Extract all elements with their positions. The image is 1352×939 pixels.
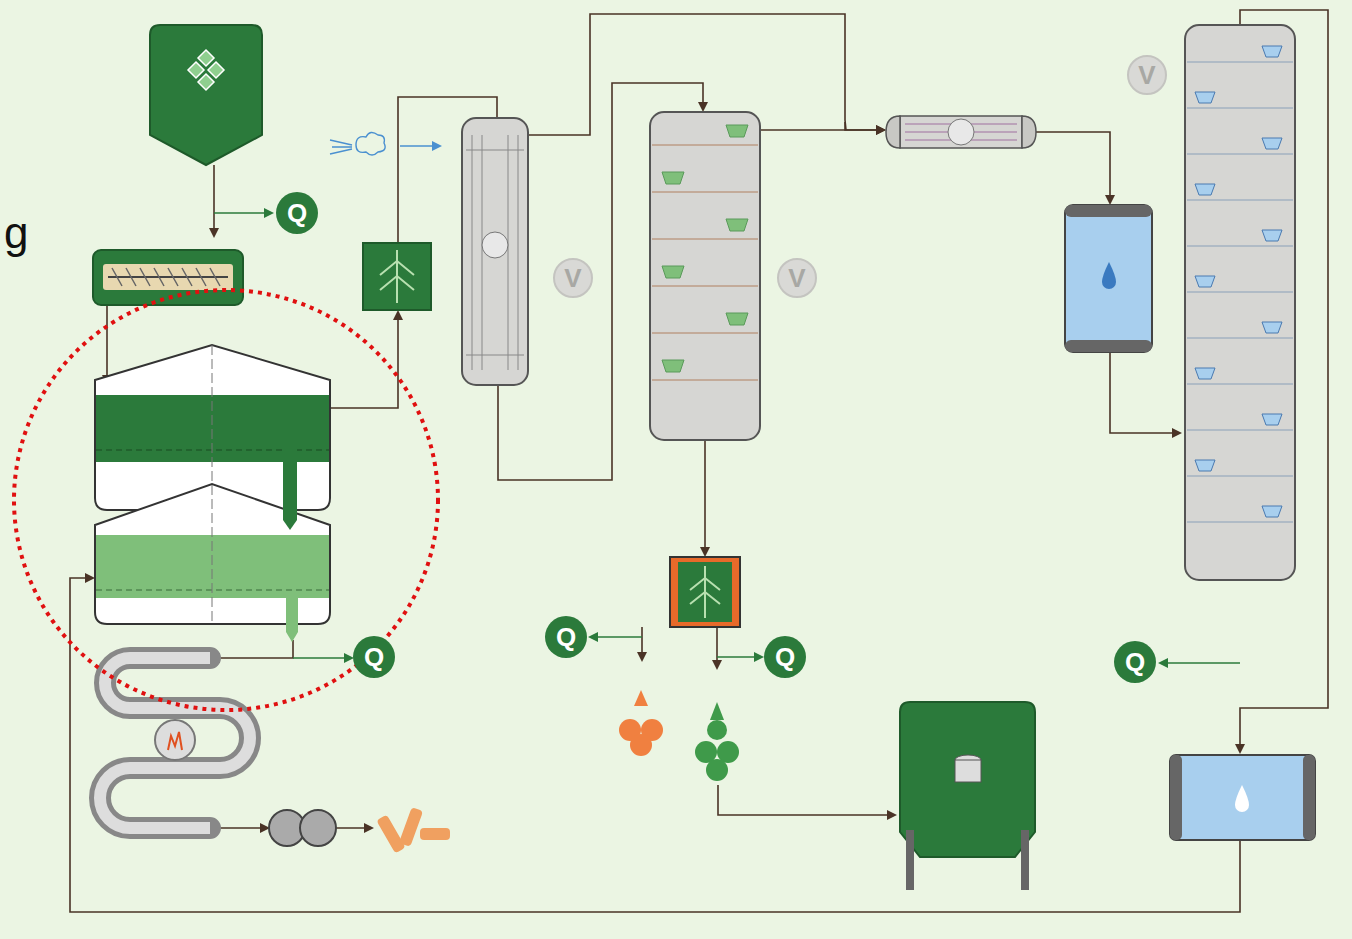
q-marker-circle: Q (353, 636, 395, 678)
q-marker-circle: Q (276, 192, 318, 234)
marker-letter: V (564, 265, 581, 291)
q-marker-circle: Q (545, 616, 587, 658)
marker-letter: Q (364, 644, 384, 670)
v-marker-circle: V (777, 258, 817, 298)
q-marker-circle: Q (764, 636, 806, 678)
marker-letter: V (1138, 62, 1155, 88)
marker-letter: Q (287, 200, 307, 226)
marker-letter: Q (1125, 649, 1145, 675)
v-marker-circle: V (553, 258, 593, 298)
marker-letter: Q (556, 624, 576, 650)
cut-off-letter: g (4, 208, 28, 258)
q-marker-circle: Q (1114, 641, 1156, 683)
marker-letter: Q (775, 644, 795, 670)
v-marker-circle: V (1127, 55, 1167, 95)
marker-letter: V (788, 265, 805, 291)
